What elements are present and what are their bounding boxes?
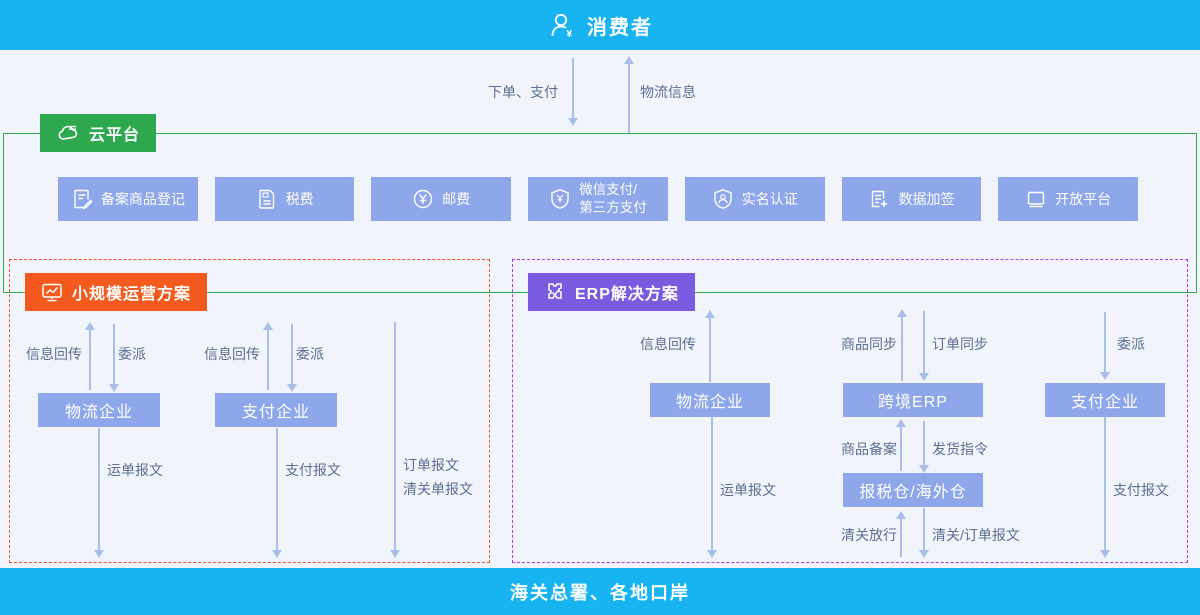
erp-plan-box bbox=[512, 259, 1188, 563]
flow-label-logistics-info: 物流信息 bbox=[640, 84, 696, 100]
label-clearance-release: 清关放行 bbox=[841, 527, 897, 543]
label-delegate-2: 委派 bbox=[296, 346, 324, 362]
service-label: 邮费 bbox=[442, 191, 471, 207]
consumer-icon: ¥ bbox=[547, 10, 577, 40]
cloud-services-row: 备案商品登记 税费 邮费 bbox=[58, 177, 1139, 221]
label-left-order-msg2: 清关单报文 bbox=[403, 481, 473, 497]
service-open-platform[interactable]: 开放平台 bbox=[998, 177, 1139, 221]
flow-label-order-pay: 下单、支付 bbox=[488, 84, 558, 100]
consumer-label: 消费者 bbox=[587, 16, 653, 39]
customs-label: 海关总署、各地口岸 bbox=[510, 582, 690, 603]
label-left-waybill-msg: 运单报文 bbox=[107, 462, 163, 478]
service-label: 备案商品登记 bbox=[100, 191, 185, 207]
small-scale-plan-box bbox=[9, 259, 490, 563]
node-left-logistics[interactable]: 物流企业 bbox=[38, 393, 160, 427]
node-erp-logistics[interactable]: 物流企业 bbox=[650, 383, 770, 417]
arrow-erp-logistics-up bbox=[705, 310, 715, 382]
label-info-back-1: 信息回传 bbox=[26, 346, 82, 362]
arrow-order-pay-down bbox=[568, 58, 578, 126]
erp-check-icon bbox=[544, 281, 566, 303]
doc-plus-icon bbox=[868, 188, 890, 210]
svg-text:¥: ¥ bbox=[567, 29, 575, 40]
consumer-bar: ¥ 消费者 bbox=[0, 0, 1200, 50]
arrow-left-waybill bbox=[94, 428, 104, 558]
service-label: 税费 bbox=[285, 191, 314, 207]
label-left-order-msg1: 订单报文 bbox=[403, 457, 459, 473]
node-left-payment[interactable]: 支付企业 bbox=[215, 393, 337, 427]
yuan-circle-icon bbox=[412, 188, 434, 210]
arrow-goods-filing-up bbox=[896, 419, 906, 471]
service-real-name-auth[interactable]: 实名认证 bbox=[684, 177, 825, 221]
customs-bar: 海关总署、各地口岸 bbox=[0, 568, 1200, 615]
erp-plan-chip: ERP解决方案 bbox=[528, 273, 695, 311]
arrow-order-sync-down bbox=[919, 311, 929, 381]
arrow-erp-payment-msg bbox=[1100, 417, 1110, 558]
service-label: 开放平台 bbox=[1055, 191, 1112, 207]
doc-edit-icon bbox=[71, 188, 93, 210]
small-scale-plan-chip: 小规模运营方案 bbox=[25, 273, 208, 311]
arrow-erp-waybill bbox=[707, 417, 717, 558]
arrow-left-payment-down bbox=[287, 324, 297, 392]
arrow-erp-delegate-down bbox=[1100, 312, 1110, 380]
label-order-sync: 订单同步 bbox=[932, 336, 988, 352]
label-left-payment-msg: 支付报文 bbox=[285, 462, 341, 478]
label-clearance-order-msg: 清关/订单报文 bbox=[932, 527, 1020, 543]
arrow-goods-sync-up bbox=[897, 309, 907, 381]
service-data-signing[interactable]: 数据加签 bbox=[841, 177, 982, 221]
node-cross-border-erp[interactable]: 跨境ERP bbox=[843, 383, 983, 417]
arrow-left-order-msg bbox=[390, 322, 400, 558]
label-erp-payment-msg: 支付报文 bbox=[1113, 482, 1169, 498]
label-goods-sync: 商品同步 bbox=[841, 336, 897, 352]
label-info-back-2: 信息回传 bbox=[204, 346, 260, 362]
service-record-registration[interactable]: 备案商品登记 bbox=[58, 177, 198, 221]
arrow-clearance-order-down bbox=[919, 508, 929, 558]
arrow-ship-order-down bbox=[919, 421, 929, 473]
small-scale-plan-label: 小规模运营方案 bbox=[72, 286, 192, 303]
service-label: 实名认证 bbox=[741, 191, 798, 207]
arrow-left-logistics-down bbox=[109, 324, 119, 392]
node-erp-payment[interactable]: 支付企业 bbox=[1045, 383, 1165, 417]
service-tax[interactable]: 税费 bbox=[214, 177, 355, 221]
label-erp-info-back: 信息回传 bbox=[640, 336, 696, 352]
service-postage[interactable]: 邮费 bbox=[371, 177, 512, 221]
label-goods-filing: 商品备案 bbox=[841, 441, 897, 457]
erp-plan-label: ERP解决方案 bbox=[575, 286, 679, 303]
line-chart-icon bbox=[41, 281, 63, 303]
service-label: 数据加签 bbox=[898, 191, 955, 207]
label-ship-order: 发货指令 bbox=[932, 441, 988, 457]
arrow-logistics-up bbox=[624, 56, 634, 133]
monitor-icon bbox=[1025, 188, 1047, 210]
arrow-left-logistics-up bbox=[85, 322, 95, 390]
arrow-clearance-release-up bbox=[896, 511, 906, 557]
cloud-platform-label: 云平台 bbox=[89, 127, 141, 144]
label-erp-waybill-msg: 运单报文 bbox=[720, 482, 776, 498]
service-wechat-pay[interactable]: 微信支付/ 第三方支付 bbox=[528, 177, 668, 221]
cloud-platform-chip: 云平台 bbox=[40, 114, 157, 152]
service-label-two-line: 微信支付/ 第三方支付 bbox=[579, 182, 647, 215]
tax-doc-icon bbox=[256, 188, 278, 210]
label-erp-delegate: 委派 bbox=[1117, 336, 1145, 352]
label-delegate-1: 委派 bbox=[118, 346, 146, 362]
id-shield-icon bbox=[712, 188, 734, 210]
pay-shield-icon bbox=[549, 188, 571, 210]
arrow-left-payment-msg bbox=[272, 428, 282, 558]
cloud-icon bbox=[56, 121, 80, 145]
node-bonded-warehouse[interactable]: 报税仓/海外仓 bbox=[843, 473, 983, 507]
arrow-left-payment-up bbox=[263, 322, 273, 390]
